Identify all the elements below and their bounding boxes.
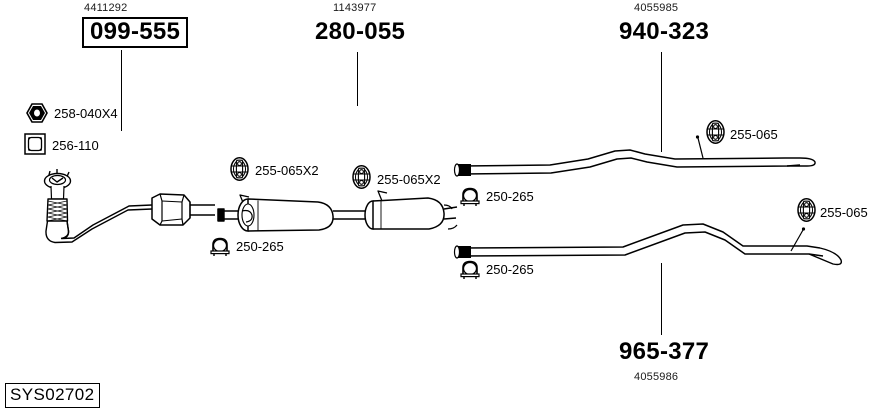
part-label-258-040X4: 258-040X4 bbox=[54, 106, 118, 121]
leader-line-940-323 bbox=[661, 52, 662, 152]
leader-line-965-377 bbox=[661, 263, 662, 335]
part-label-250-265-lower: 250-265 bbox=[486, 262, 534, 277]
group-code-940-323: 940-323 bbox=[619, 18, 710, 45]
group-code-099-555: 099-555 bbox=[82, 17, 189, 49]
part-label-256-110: 256-110 bbox=[52, 138, 99, 153]
upper-tail-pipe bbox=[453, 130, 825, 185]
group-ref-4411292: 4411292 bbox=[84, 2, 128, 14]
catalytic-converter-assembly bbox=[32, 165, 217, 255]
group-ref-1143977: 1143977 bbox=[333, 2, 377, 14]
muffler-assembly bbox=[200, 185, 460, 255]
group-code-965-377: 965-377 bbox=[619, 338, 710, 365]
square-gasket-icon bbox=[24, 133, 46, 155]
lower-tail-pipe bbox=[453, 212, 855, 272]
leader-line-280-055 bbox=[357, 52, 358, 106]
hex-nut-icon bbox=[26, 103, 48, 123]
u-bolt-clamp-icon bbox=[459, 186, 481, 207]
part-label-255-065-upper: 255-065 bbox=[730, 127, 778, 142]
rubber-hanger-icon bbox=[352, 165, 371, 189]
part-label-250-265-upper: 250-265 bbox=[486, 189, 534, 204]
rubber-hanger-icon bbox=[797, 198, 816, 222]
part-label-255-065X2-left: 255-065X2 bbox=[255, 163, 319, 178]
group-ref-4055985: 4055985 bbox=[634, 2, 679, 14]
leader-line-099-555 bbox=[121, 50, 122, 131]
part-label-255-065X2-right: 255-065X2 bbox=[377, 172, 441, 187]
group-code-280-055: 280-055 bbox=[315, 18, 406, 45]
diagram-code-tag: SYS02702 bbox=[5, 383, 100, 408]
rubber-hanger-icon bbox=[706, 120, 725, 144]
u-bolt-clamp-icon bbox=[459, 259, 481, 280]
group-ref-4055986: 4055986 bbox=[634, 371, 679, 383]
part-label-255-065-lower: 255-065 bbox=[820, 205, 868, 220]
part-label-250-265-muffler: 250-265 bbox=[236, 239, 284, 254]
u-bolt-clamp-icon bbox=[209, 236, 231, 257]
rubber-hanger-icon bbox=[230, 157, 249, 181]
